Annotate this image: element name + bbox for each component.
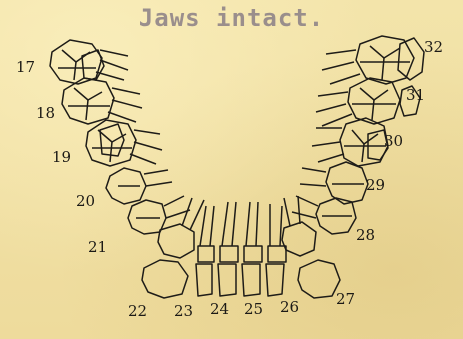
tooth-18 <box>62 78 142 124</box>
tooth-21-root <box>164 196 184 206</box>
tooth-number-label: 17 <box>16 58 35 76</box>
molar-right-extra-root <box>316 104 346 112</box>
tooth-23 <box>158 198 204 258</box>
tooth-31-root <box>300 184 326 186</box>
tooth-number-label: 26 <box>280 298 299 316</box>
tooth-number-label: 32 <box>424 38 443 56</box>
tooth-19 <box>86 120 162 166</box>
tooth-18-cusp-line <box>86 100 88 120</box>
tooth-17-root <box>100 50 128 56</box>
molar-right-extra-crown <box>398 38 424 80</box>
tooth-31-crown <box>326 162 368 204</box>
tooth-number-label: 19 <box>52 148 71 166</box>
tooth-number-label: 28 <box>356 226 375 244</box>
tooth-number-label: 27 <box>336 290 355 308</box>
molar-right-extra-root <box>326 50 356 54</box>
tooth-31-root <box>302 168 326 172</box>
tooth-24-root <box>200 206 206 246</box>
molar-right-extra-root <box>318 92 348 96</box>
tooth-29 <box>298 260 340 298</box>
tooth-number-label: 20 <box>76 192 95 210</box>
tooth-26 <box>242 202 262 296</box>
tooth-20-root <box>146 182 172 186</box>
tooth-30 <box>292 196 356 234</box>
tooth-18-root <box>112 88 140 94</box>
tooth-17-cusp-line <box>74 62 76 80</box>
molar-left-extra-crown <box>82 50 104 80</box>
tooth-20 <box>106 168 172 204</box>
tooth-number-label: 23 <box>174 302 193 320</box>
tooth-28 <box>282 196 316 256</box>
tooth-19-cusp-line <box>110 142 112 162</box>
tooth-31 <box>300 162 368 204</box>
molar-left-extra-crown <box>100 124 124 156</box>
tooth-28-root <box>284 198 290 226</box>
tooth-24-crown <box>196 264 212 296</box>
tooth-25-crown <box>218 264 236 296</box>
tooth-19-root <box>134 142 162 150</box>
tooth-25-root <box>222 202 228 246</box>
tooth-23-root <box>190 200 204 230</box>
tooth-28-root <box>298 196 300 224</box>
tooth-28-crown <box>282 222 316 256</box>
tooth-25 <box>218 202 238 296</box>
tooth-20-root <box>144 170 168 174</box>
molar-right-extra-cusp-line <box>360 88 388 100</box>
tooth-17 <box>50 40 128 84</box>
tooth-17-cusp-line <box>62 50 90 62</box>
tooth-26-crown <box>242 264 260 296</box>
tooth-27-cusp-line <box>268 246 286 262</box>
molar-right-extra-root <box>330 74 360 84</box>
tooth-19-root <box>130 154 156 164</box>
tooth-30-root <box>292 212 316 218</box>
molar-right-extra <box>316 78 400 126</box>
tooth-27 <box>266 204 286 296</box>
tooth-25-root <box>232 202 236 246</box>
tooth-number-label: 22 <box>128 302 147 320</box>
tooth-24 <box>196 206 214 296</box>
tooth-18-cusp-line <box>74 88 102 100</box>
tooth-21-crown <box>128 200 166 234</box>
tooth-number-label: 21 <box>88 238 107 256</box>
tooth-26-cusp-line <box>244 246 262 262</box>
molar-right-extra-cusp-line <box>370 46 400 58</box>
teeth-layer <box>50 36 424 298</box>
tooth-number-label: 18 <box>36 104 55 122</box>
tooth-32-root <box>318 154 344 162</box>
tooth-21 <box>128 196 190 234</box>
tooth-number-label: 31 <box>406 86 425 104</box>
molar-right-extra-cusp-line <box>372 100 374 120</box>
tooth-19-root <box>134 130 160 134</box>
tooth-25-cusp-line <box>220 246 238 262</box>
tooth-number-label: 25 <box>244 300 263 318</box>
tooth-23-crown <box>158 224 194 258</box>
tooth-22-crown <box>142 260 188 298</box>
tooth-26-root <box>246 202 250 246</box>
tooth-27-crown <box>266 264 284 296</box>
molar-left-extra <box>100 124 124 156</box>
molar-right-extra-root <box>322 62 354 70</box>
tooth-32-root <box>312 142 340 146</box>
tooth-18-root <box>112 100 142 108</box>
tooth-24-cusp-line <box>198 246 214 262</box>
tooth-26-root <box>256 202 258 246</box>
tooth-number-label: 30 <box>384 132 403 150</box>
molar-left-extra <box>82 50 104 80</box>
tooth-24-root <box>210 206 214 246</box>
tooth-22 <box>142 260 188 298</box>
tooth-number-label: 24 <box>210 300 229 318</box>
molar-right-extra <box>398 38 424 80</box>
tooth-29-crown <box>298 260 340 298</box>
tooth-number-label: 29 <box>366 176 385 194</box>
